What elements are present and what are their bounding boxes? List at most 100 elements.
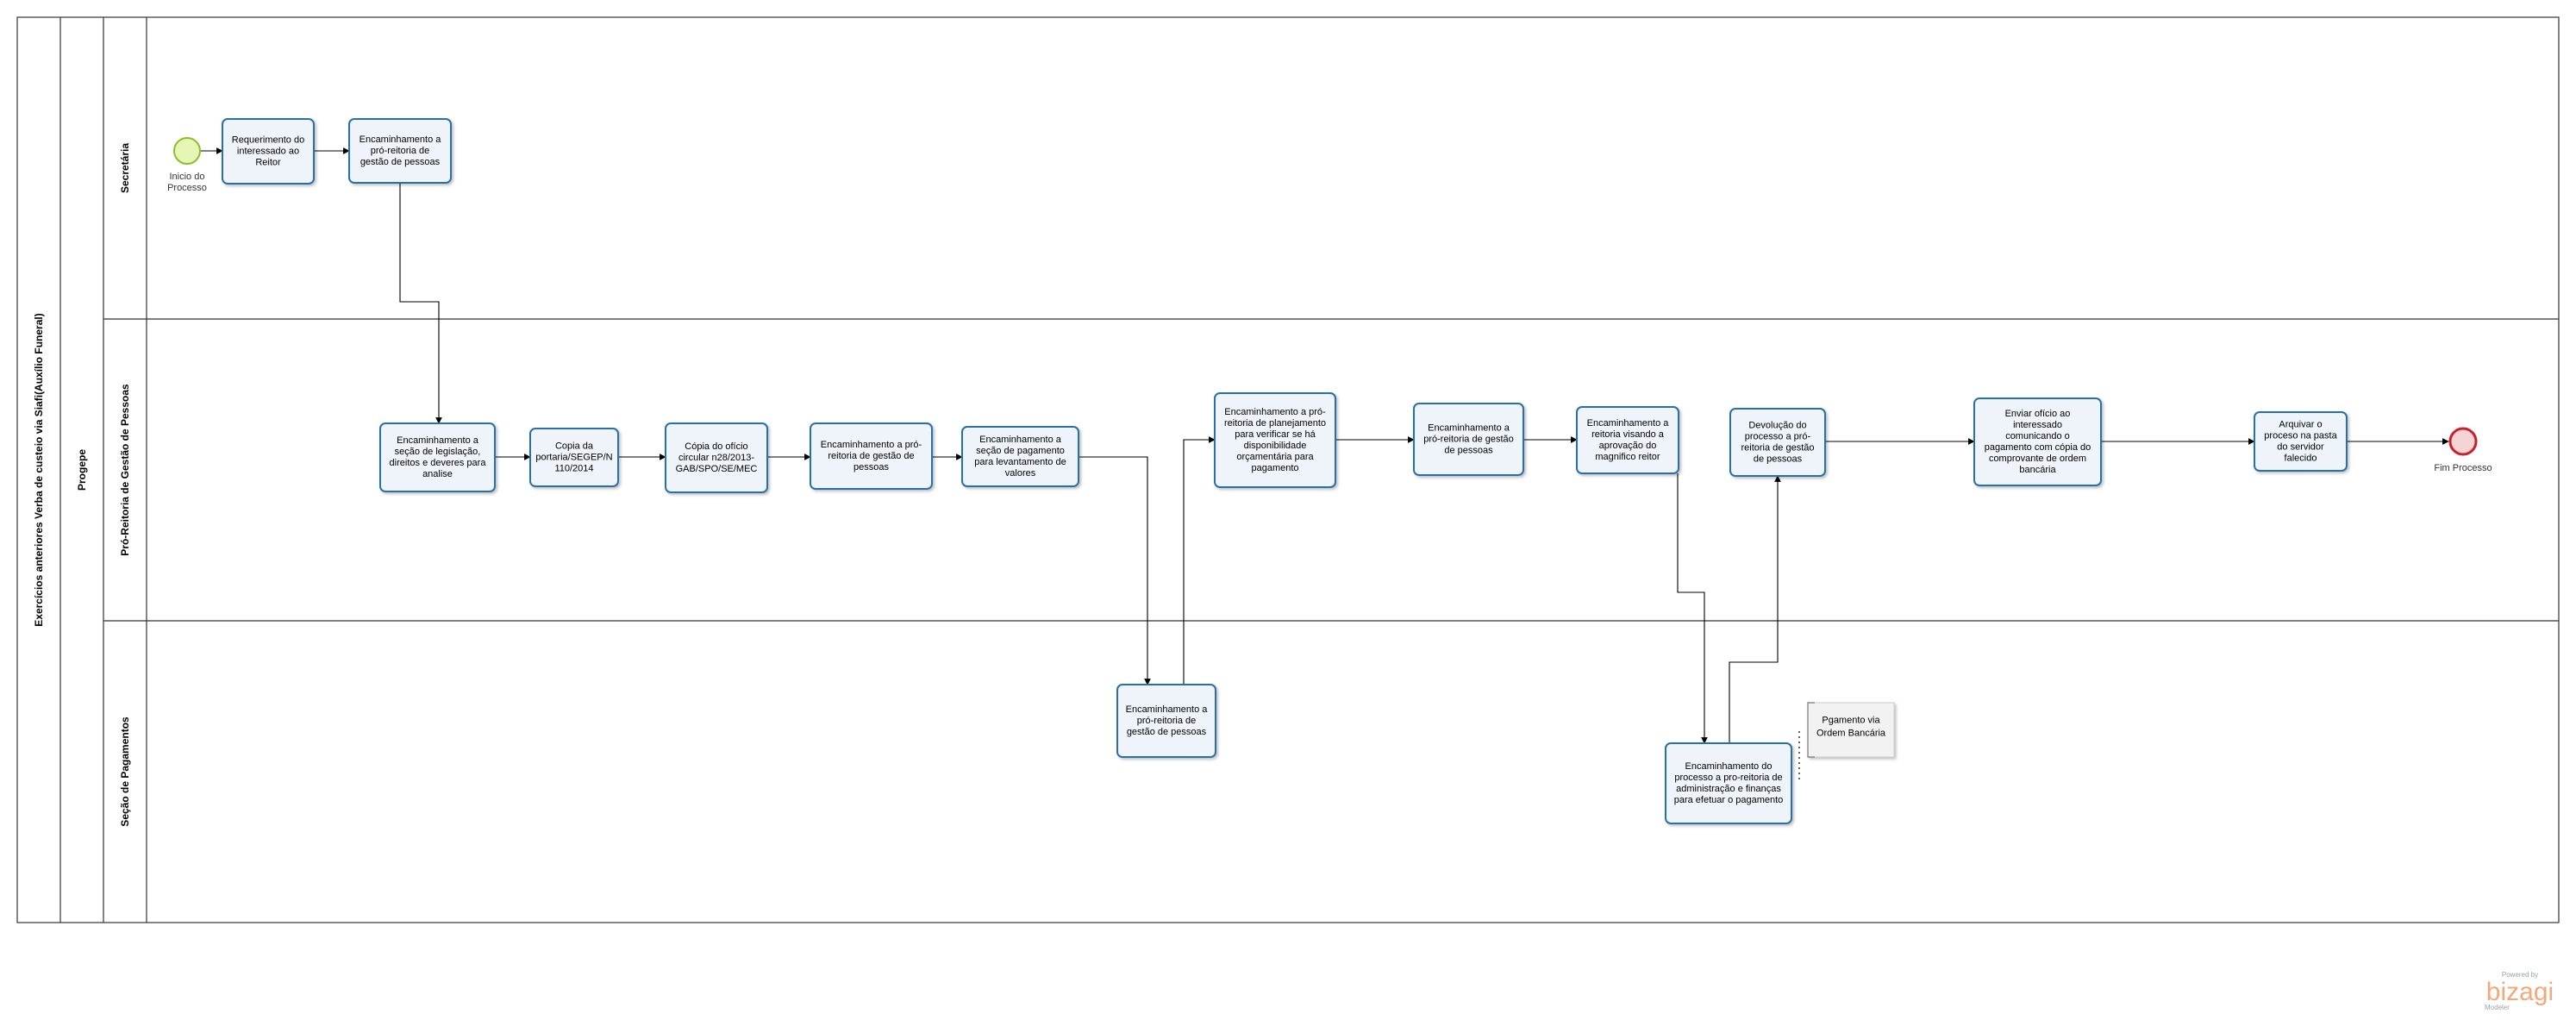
task-box[interactable] [2254,411,2348,472]
task-t3-line: Encaminhamento a [397,435,479,446]
annotation-box[interactable] [1807,702,1895,758]
annotation-line: Ordem Bancária [1816,728,1886,738]
task-t2-line: Encaminhamento a [360,135,442,145]
task-t5-line: circular n28/2013- [678,453,754,463]
task-box[interactable] [1576,406,1679,474]
task-t10-line: Encaminhamento a [1428,422,1510,433]
task-t1-line: Reitor [255,157,281,167]
lane-title-pagamentos: Seção de Pagamentos [119,717,131,827]
task-box[interactable] [1729,408,1826,477]
task-box[interactable] [1665,742,1792,824]
task-t1-line: interessado ao [237,146,299,156]
pool: Exercícios anteriores Verba de custeio v… [16,16,2560,923]
task-t15-line: do servidor [2277,441,2324,452]
task-t12-line: para efetuar o pagamento [1674,795,1784,805]
task-t14-line: pagamento com cópia do [1985,442,2091,453]
task-box[interactable] [961,426,1079,487]
task-box[interactable] [1116,684,1216,758]
sublane-title: Progepe [76,449,88,491]
task-t4-line: Copia da [555,441,594,451]
task-t2-line: pró-reitoria de [371,146,429,156]
task-t9[interactable]: Encaminhamento a pró-reitoria de planeja… [1214,392,1336,488]
task-t9-line: para verificar se há [1235,429,1316,440]
task-t6[interactable]: Encaminhamento a pró-reitoria de gestão … [810,422,933,490]
flow-t2-t3[interactable] [399,183,442,424]
task-t6-line: reitoria de gestão de [828,451,914,461]
task-box[interactable] [529,428,619,487]
task-box[interactable] [665,422,768,493]
start-event-label: Inicio do [170,172,205,182]
brand-edition: Modeler [2485,1004,2510,1011]
task-box[interactable] [379,422,496,492]
task-box[interactable] [1413,403,1524,476]
task-t14-line: bancária [2019,465,2056,475]
task-t4-line: portaria/SEGEP/N [535,452,612,462]
sequence-flows [201,147,2449,744]
task-t9-line: disponibilidade [1244,441,1307,451]
bizagi-logo: bizagi [2486,978,2554,1006]
task-t8-line: gestão de pessoas [1127,727,1207,737]
task-t11-line: reitoria visando a [1591,429,1665,440]
task-t14-line: comunicando o [2005,431,2070,441]
end-event[interactable] [2448,427,2478,456]
task-t11-line: Encaminhamento a [1587,418,1670,429]
task-t14-line: Enviar ofício ao [2005,409,2071,419]
task-t9-line: pagamento [1251,463,1298,473]
task-t10-line: pró-reitoria de gestão [1423,434,1514,444]
task-t7-line: Encaminhamento a [979,435,1062,445]
task-box[interactable] [810,422,933,490]
flow-t8-t9[interactable] [1183,436,1216,685]
lane-title-progepe: Pró-Reitoria de Gestão de Pessoas [119,384,131,556]
task-box[interactable] [222,118,315,185]
task-t2-line: gestão de pessoas [360,157,441,167]
task-t14-line: interessado [2013,420,2062,430]
task-t12-line: administração e finanças [1676,784,1781,794]
task-t11-line: magnifico reitor [1595,452,1660,462]
flow-t11-t12[interactable] [1677,473,1708,744]
annotation-bracket [1807,702,1815,758]
task-t11-line: aprovação do [1599,441,1657,451]
flow-t7-t8[interactable] [1079,456,1151,685]
task-t12-line: processo a pro-reitoria de [1674,773,1782,783]
task-t4-line: 110/2014 [554,463,593,473]
task-t5-line: GAB/SPO/SE/MEC [676,464,758,474]
task-t9-line: reitoria de planejamento [1224,418,1326,429]
task-t13-line: reitoria de gestão [1741,442,1815,453]
task-t1-line: Requerimento do [232,135,304,145]
task-t15-line: proceso na pasta [2264,430,2337,441]
task-box[interactable] [348,118,452,184]
task-t9-line: Encaminhamento a pró- [1224,407,1326,417]
start-event[interactable] [173,137,201,165]
flow-t12-t13[interactable] [1729,475,1781,743]
pool-title: Exercícios anteriores Verba de custeio v… [33,313,45,626]
annotation-line: Pgamento via [1822,715,1880,725]
task-t8-line: Encaminhamento a [1126,704,1209,715]
task-t3-line: seção de legislação, [395,447,481,457]
task-t15-line: Arquivar o [2279,419,2322,429]
task-t3-line: analise [422,469,453,479]
task-t7-line: seção de pagamento [976,446,1065,456]
task-box[interactable] [1973,397,2102,486]
task-t15-line: falecido [2285,453,2317,463]
task-box[interactable] [1214,392,1336,488]
task-t14-line: comprovante de ordem [1989,454,2086,464]
task-t9-line: orçamentária para [1236,452,1314,462]
task-t5-line: Cópia do ofício [685,441,747,452]
